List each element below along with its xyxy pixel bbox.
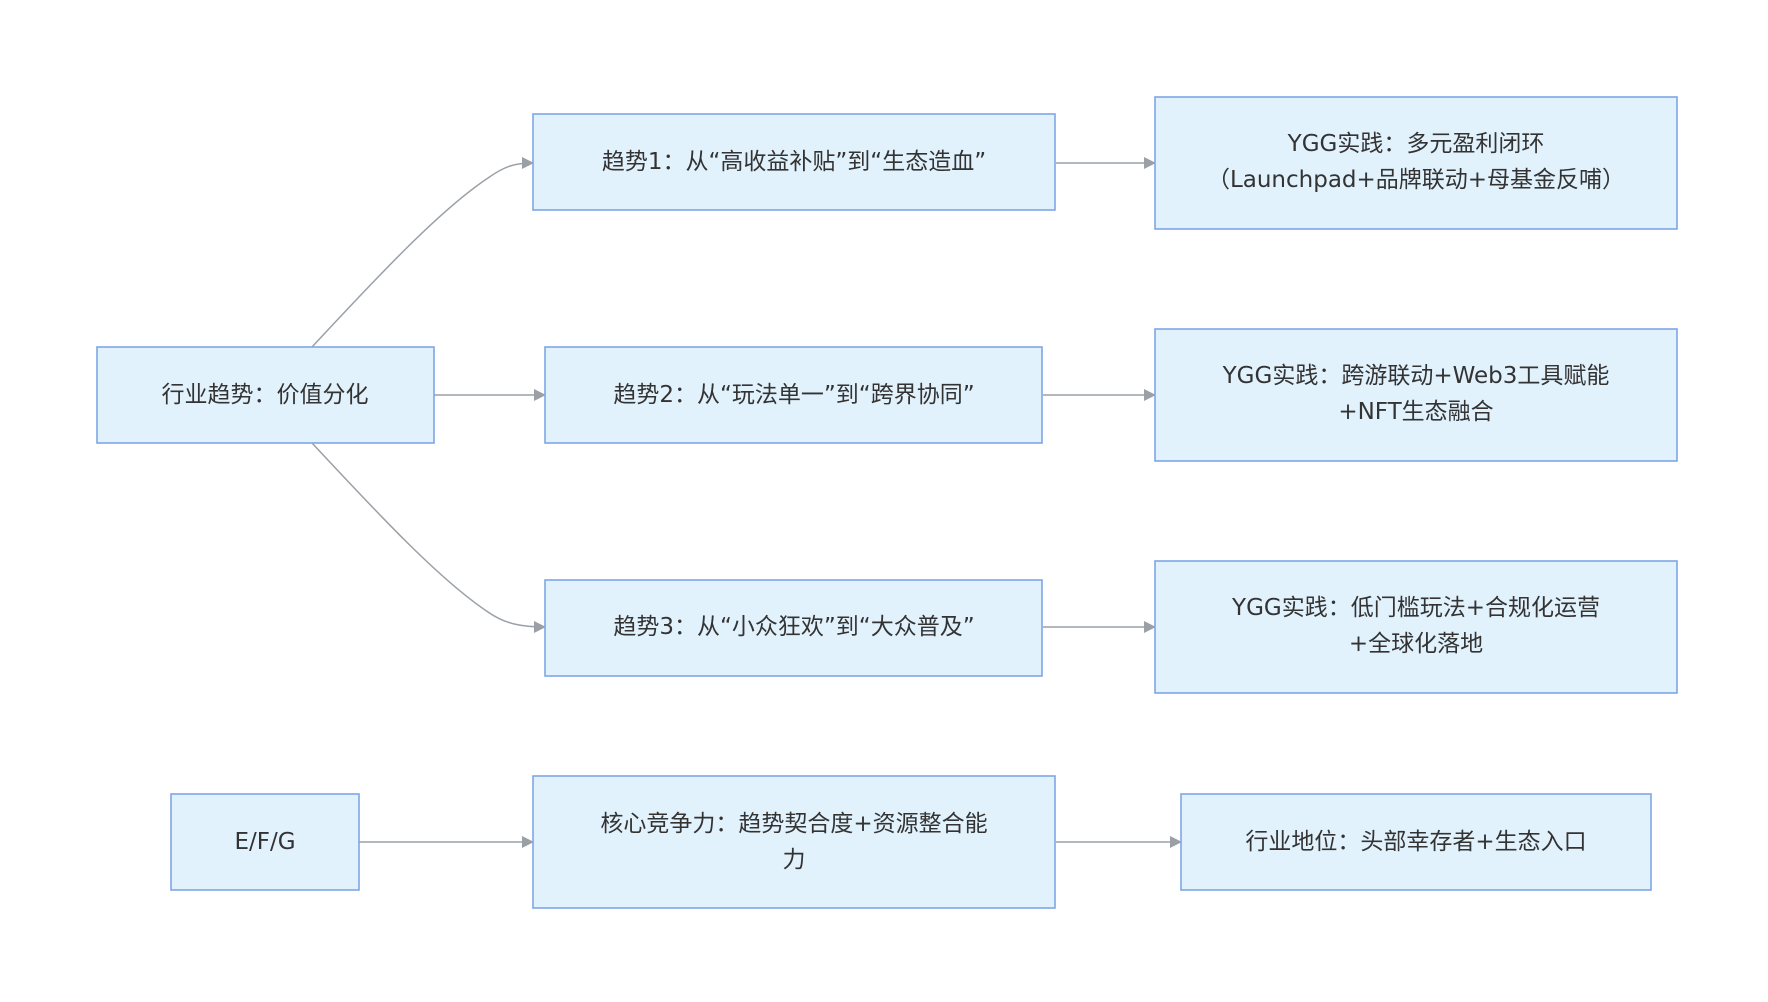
node-ygg1-line1: YGG实践：多元盈利闭环: [1287, 131, 1545, 157]
node-ygg2: YGG实践：跨游联动+Web3工具赋能 +NFT生态融合: [1154, 328, 1678, 462]
node-ygg2-line2: +NFT生态融合: [1338, 399, 1493, 425]
node-ygg2-line1: YGG实践：跨游联动+Web3工具赋能: [1222, 363, 1610, 389]
edges: [311, 157, 1182, 848]
node-core-line2: 力: [783, 847, 806, 873]
edge-industry-trend-to-trend1: [311, 157, 534, 348]
node-ygg3-line2: +全球化落地: [1349, 631, 1483, 657]
node-ygg3: YGG实践：低门槛玩法+合规化运营 +全球化落地: [1154, 560, 1678, 694]
edge-industry-trend-to-trend3: [311, 442, 546, 633]
node-trend2: 趋势2：从“玩法单一”到“跨界协同”: [544, 346, 1043, 444]
node-ygg1-line2: （Launchpad+品牌联动+母基金反哺）: [1207, 167, 1625, 193]
node-efg: E/F/G: [170, 793, 360, 891]
node-efg-label: E/F/G: [234, 829, 295, 855]
node-position-label: 行业地位：头部幸存者+生态入口: [1245, 829, 1586, 855]
node-ygg3-line1: YGG实践：低门槛玩法+合规化运营: [1231, 595, 1600, 621]
node-trend3-label: 趋势3：从“小众狂欢”到“大众普及”: [613, 614, 974, 640]
node-trend2-label: 趋势2：从“玩法单一”到“跨界协同”: [613, 382, 974, 408]
node-trend1: 趋势1：从“高收益补贴”到“生态造血”: [532, 113, 1056, 211]
node-trend1-label: 趋势1：从“高收益补贴”到“生态造血”: [602, 149, 986, 175]
node-ygg1: YGG实践：多元盈利闭环 （Launchpad+品牌联动+母基金反哺）: [1154, 96, 1678, 230]
node-industry-trend: 行业趋势：价值分化: [96, 346, 435, 444]
node-core: 核心竞争力：趋势契合度+资源整合能 力: [532, 775, 1056, 909]
node-trend3: 趋势3：从“小众狂欢”到“大众普及”: [544, 579, 1043, 677]
node-core-line1: 核心竞争力：趋势契合度+资源整合能: [600, 811, 987, 837]
node-industry-trend-label: 行业趋势：价值分化: [162, 382, 369, 408]
node-position: 行业地位：头部幸存者+生态入口: [1180, 793, 1652, 891]
